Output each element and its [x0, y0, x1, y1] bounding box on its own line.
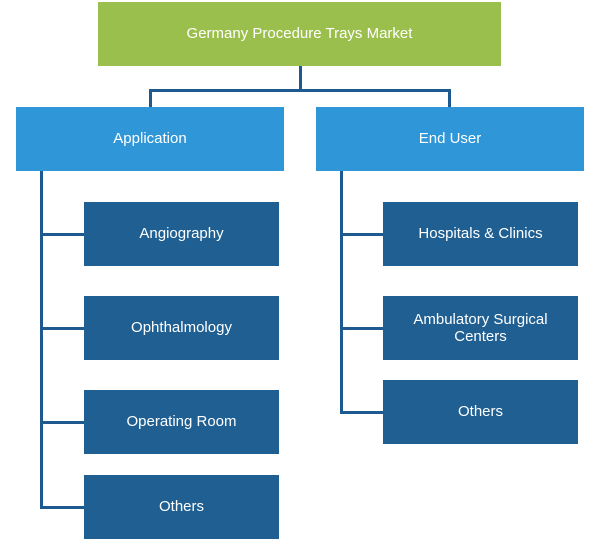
connector-end-user-item-3 — [340, 411, 383, 414]
leaf-node-angiography: Angiography — [84, 202, 279, 266]
leaf-label: Ambulatory Surgical Centers — [413, 310, 548, 345]
connector-end-user-spine — [340, 171, 343, 414]
connector-root-vertical — [299, 66, 302, 91]
connector-application-item-3 — [40, 421, 84, 424]
connector-end-user-item-1 — [340, 233, 383, 236]
connector-application-item-4 — [40, 506, 84, 509]
leaf-node-end-user-others: Others — [383, 380, 578, 444]
connector-to-application — [149, 89, 152, 107]
connector-to-end-user — [448, 89, 451, 107]
connector-end-user-item-2 — [340, 327, 383, 330]
leaf-label: Ophthalmology — [131, 319, 232, 337]
root-label: Germany Procedure Trays Market — [186, 25, 413, 43]
category-node-application: Application — [16, 107, 284, 171]
leaf-node-application-others: Others — [84, 475, 279, 539]
leaf-label: Angiography — [139, 225, 224, 243]
connector-root-horizontal — [149, 89, 451, 92]
leaf-node-operating-room: Operating Room — [84, 390, 279, 454]
connector-application-spine — [40, 171, 43, 508]
leaf-label: Hospitals & Clinics — [418, 225, 543, 243]
leaf-node-ambulatory-surgical-centers: Ambulatory Surgical Centers — [383, 296, 578, 360]
leaf-label: Others — [457, 403, 503, 421]
leaf-node-hospitals-clinics: Hospitals & Clinics — [383, 202, 578, 266]
category-node-end-user: End User — [316, 107, 584, 171]
leaf-label: Operating Room — [126, 413, 237, 431]
connector-application-item-1 — [40, 233, 84, 236]
category-label-application: Application — [113, 130, 187, 148]
leaf-label: Others — [158, 498, 204, 516]
leaf-node-ophthalmology: Ophthalmology — [84, 296, 279, 360]
connector-application-item-2 — [40, 327, 84, 330]
root-node: Germany Procedure Trays Market — [98, 2, 501, 66]
category-label-end-user: End User — [418, 130, 482, 148]
